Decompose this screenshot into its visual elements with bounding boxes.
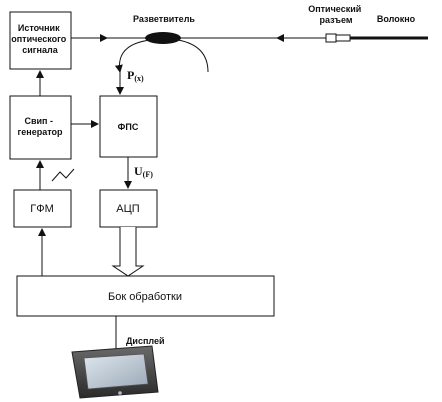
splitter-icon (145, 32, 181, 44)
fps-block (99, 95, 158, 158)
source-block-label: Источник оптического сигнала (11, 23, 69, 55)
adc-label: АЦП (116, 203, 139, 215)
sweep-generator-label: Свип - генератор (18, 116, 63, 137)
arrow-to-splitter-right (276, 34, 284, 42)
connector-label: Оптический разъем (308, 4, 364, 25)
processing-label: Бок обработки (108, 291, 182, 303)
sweep-generator-block (9, 95, 72, 160)
display-monitor-icon (71, 345, 159, 399)
p-signal-label: P(x) (127, 68, 144, 83)
display-label: Дисплей (126, 336, 165, 346)
fps-label: ФПС (118, 122, 139, 132)
processing-block (16, 275, 275, 317)
triangle-wave-icon (51, 168, 75, 182)
gfm-label: ГФМ (30, 203, 53, 215)
splitter-branch-end (177, 39, 209, 73)
gfm-block (13, 189, 72, 228)
adc-to-processing-bus-arrow (111, 227, 145, 277)
splitter-branch-out (114, 39, 151, 73)
arrow-to-splitter (100, 34, 108, 42)
fiber-connector-icon (325, 33, 351, 43)
fiber-label: Волокно (377, 14, 416, 24)
source-block (9, 11, 72, 70)
splitter-label: Разветвитель (133, 14, 195, 24)
adc-block (99, 189, 158, 228)
u-signal-label: U(F) (134, 164, 153, 179)
